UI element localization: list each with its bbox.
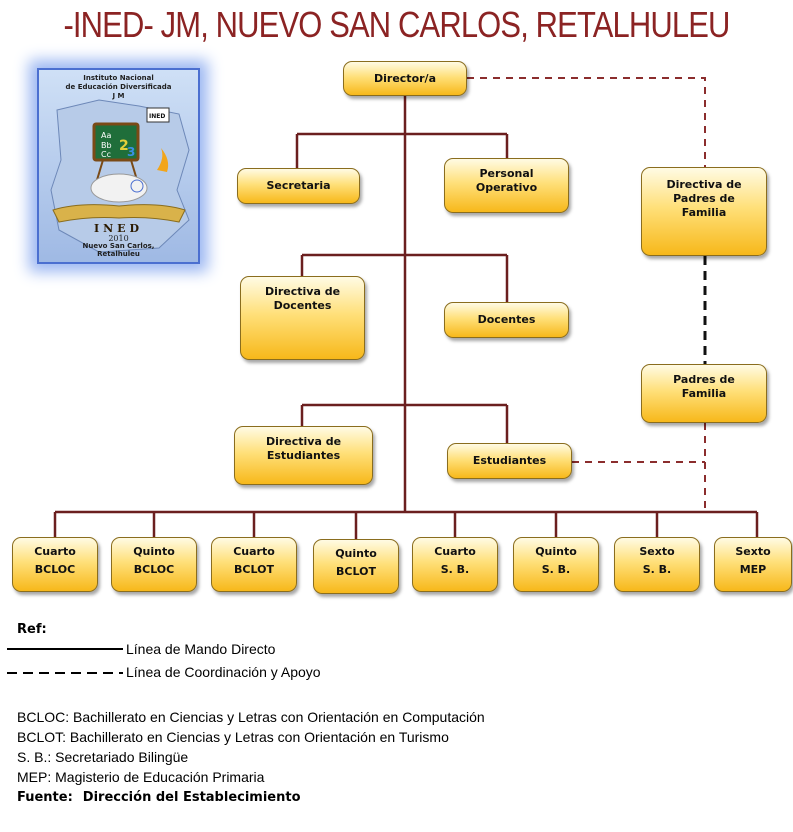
secretaria-label: Secretaria xyxy=(266,179,331,192)
source-value: Dirección del Establecimiento xyxy=(82,790,301,805)
svg-text:Aa: Aa xyxy=(101,131,111,140)
abbreviation-item: MEP: Magisterio de Educación Primaria xyxy=(17,769,265,785)
logo-illustration: Aa Bb Cc 2 3 INED xyxy=(50,99,190,253)
svg-text:Cc: Cc xyxy=(101,150,111,159)
logo-institution-text: Instituto Nacional de Educación Diversif… xyxy=(65,74,172,100)
director-label: Director/a xyxy=(374,71,436,85)
abbreviation-item: BCLOC: Bachillerato en Ciencias y Letras… xyxy=(17,709,485,725)
abbreviation-item: S. B.: Secretariado Bilingüe xyxy=(17,749,189,765)
logo-year: 2010 xyxy=(108,234,129,243)
estudiantes-box: Estudiantes xyxy=(447,443,572,479)
legend-solid-label: Línea de Mando Directo xyxy=(126,641,276,657)
svg-text:INED: INED xyxy=(149,113,165,120)
secretaria-box: Secretaria xyxy=(237,168,360,204)
docentes-label: Docentes xyxy=(477,313,536,326)
school-logo: Instituto Nacional de Educación Diversif… xyxy=(37,68,200,264)
estudiantes-label: Estudiantes xyxy=(472,454,547,467)
page-title: -INED- JM, NUEVO SAN CARLOS, RETALHULEU xyxy=(63,4,730,45)
reference-title: Ref: xyxy=(17,622,47,637)
director-to-directiva-padres-dashed-line xyxy=(467,77,706,167)
director-box: Director/a xyxy=(343,61,467,96)
logo-place-text: Nuevo San Carlos, Retalhuleu xyxy=(82,242,155,258)
svg-text:Bb: Bb xyxy=(101,141,112,150)
svg-text:3: 3 xyxy=(127,145,135,159)
abbreviation-item: BCLOT: Bachillerato en Ciencias y Letras… xyxy=(17,729,449,745)
legend-dashed-label: Línea de Coordinación y Apoyo xyxy=(126,664,321,680)
source-note: Fuente: Dirección del Establecimiento xyxy=(17,790,301,805)
docentes-box: Docentes xyxy=(444,302,569,338)
source-label: Fuente: xyxy=(17,790,73,805)
logo-banner-text: INED xyxy=(93,222,144,235)
svg-text:2: 2 xyxy=(119,138,129,154)
